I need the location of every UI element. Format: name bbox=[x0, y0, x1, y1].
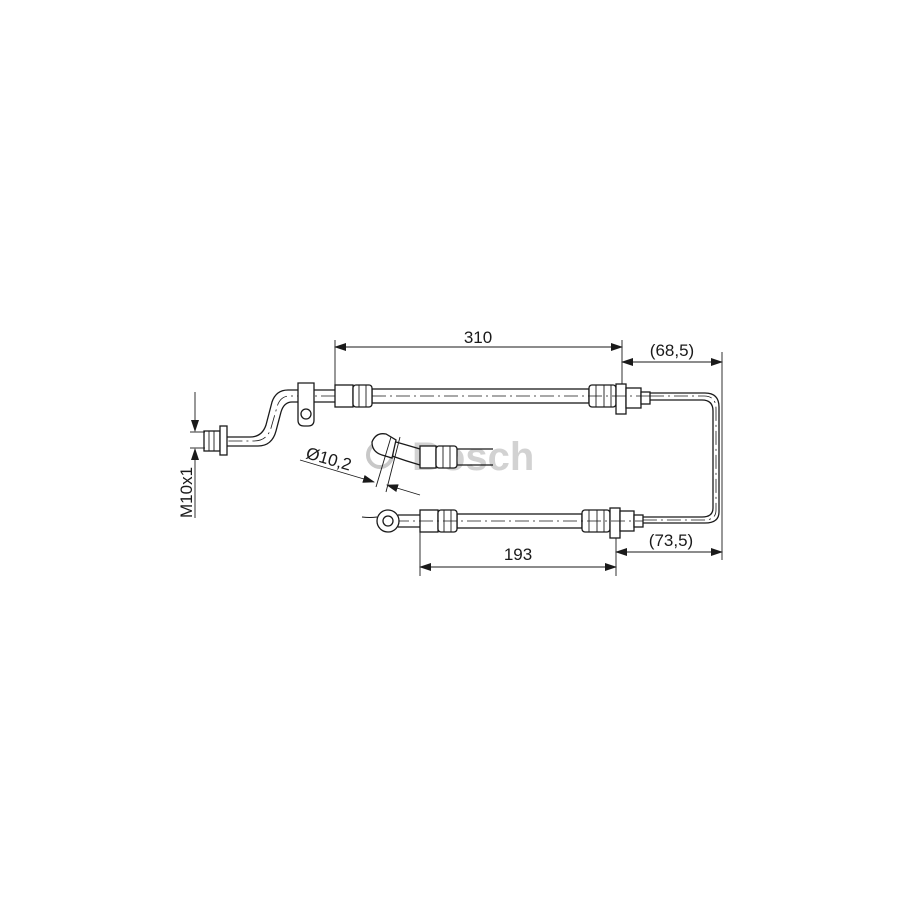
dim-193: 193 bbox=[419, 532, 617, 576]
diameter-detail bbox=[299, 433, 493, 496]
upper-hose bbox=[334, 383, 651, 415]
dim-thread: M10x1 bbox=[177, 392, 205, 518]
dim-73-5: (73,5) bbox=[615, 531, 723, 556]
upper-flange bbox=[615, 383, 627, 415]
banjo-eye bbox=[361, 509, 420, 533]
lower-flange bbox=[609, 507, 621, 539]
steel-tube-loop bbox=[643, 392, 720, 524]
upper-left-crimp-ribs bbox=[352, 384, 373, 408]
dim-193-label: 193 bbox=[504, 545, 532, 564]
diameter-label: Ø10,2 bbox=[304, 444, 354, 475]
upper-hex-nut bbox=[625, 387, 642, 409]
mounting-bracket bbox=[297, 382, 315, 427]
dim-68-5: (68,5) bbox=[621, 341, 723, 560]
left-steel-tube bbox=[203, 382, 335, 456]
left-fitting bbox=[203, 425, 228, 456]
upper-tube-nut bbox=[640, 391, 651, 405]
lower-hose bbox=[361, 507, 644, 539]
dim-310-label: 310 bbox=[464, 328, 492, 347]
dim-73-5-label: (73,5) bbox=[649, 531, 693, 550]
dim-310: 310 bbox=[334, 328, 623, 385]
thread-label: M10x1 bbox=[177, 467, 196, 518]
dim-68-5-label: (68,5) bbox=[650, 341, 694, 360]
